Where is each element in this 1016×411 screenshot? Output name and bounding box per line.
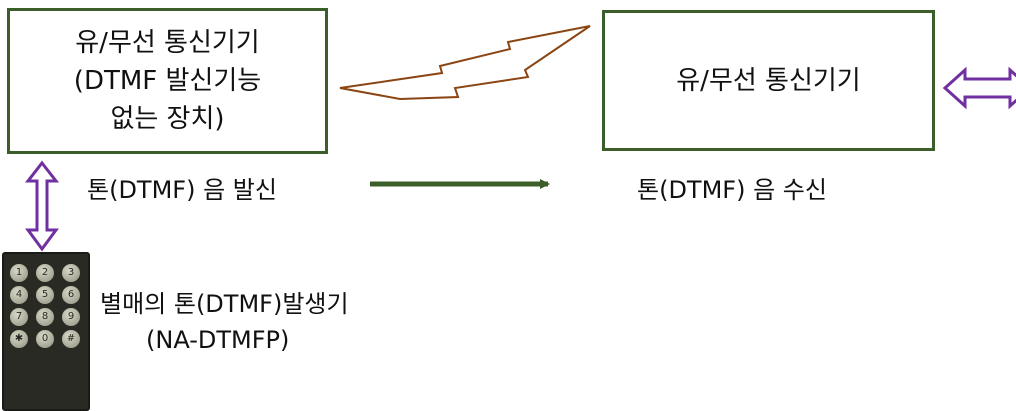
- keypad-key: 4: [10, 286, 28, 304]
- right-device-title: 유/무선 통신기기: [676, 65, 861, 96]
- wired-wireless-device-without-dtmf: 유/무선 통신기기 (DTMF 발신기능 없는 장치): [7, 8, 328, 154]
- keypad-key: 3: [62, 264, 80, 282]
- keypad-key: #: [62, 330, 80, 348]
- wired-wireless-device-receiver: 유/무선 통신기기: [602, 10, 935, 151]
- wireless-lightning-icon: [339, 25, 591, 101]
- keypad-key: 7: [10, 308, 28, 326]
- keypad-key: 8: [36, 308, 54, 326]
- keypad-key: 9: [62, 308, 80, 326]
- keypad-key: 5: [36, 286, 54, 304]
- keypad-key: 2: [36, 264, 54, 282]
- keypad-key: 1: [10, 264, 28, 282]
- keypad-key: 0: [36, 330, 54, 348]
- vertical-double-arrow: [24, 160, 60, 252]
- tone-send-label: 톤(DTMF) 음 발신: [87, 176, 277, 204]
- left-device-line-1: 유/무선 통신기기: [75, 28, 260, 58]
- left-device-line-3: 없는 장치): [110, 104, 225, 134]
- dtmf-generator-label: 별매의 톤(DTMF)발생기: [100, 290, 349, 318]
- horizontal-double-arrow: [942, 66, 1016, 110]
- dtmf-generator-model: (NA-DTMFP): [146, 326, 290, 354]
- left-device-line-2: (DTMF 발신기능: [73, 66, 262, 96]
- tone-receive-label: 톤(DTMF) 음 수신: [637, 176, 827, 204]
- keypad-key: ✱: [10, 330, 28, 348]
- keypad-key: 6: [62, 286, 80, 304]
